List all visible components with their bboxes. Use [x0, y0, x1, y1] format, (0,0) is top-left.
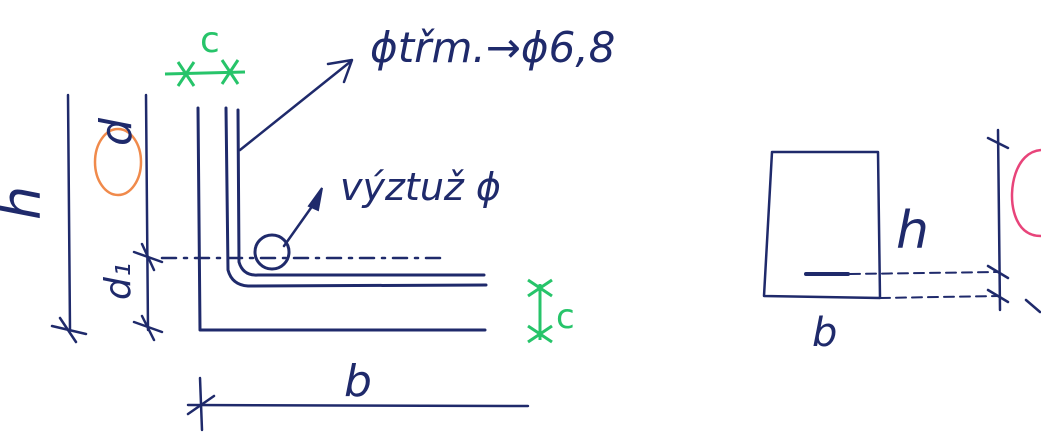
- d-dimension: [132, 93, 164, 342]
- h-label: h: [0, 186, 53, 220]
- c-top-dimension: [164, 59, 246, 87]
- section-dash-lower: [879, 295, 999, 299]
- section-tick-top: [986, 136, 1010, 150]
- h-dimension: [50, 93, 88, 344]
- section-tick-bot: [986, 288, 1010, 304]
- section-pink-circle: [1010, 148, 1041, 238]
- rebar-circle: [253, 233, 291, 271]
- c-top-label: c: [200, 20, 220, 61]
- d-circle: [93, 127, 143, 197]
- stirrup-label: ϕtřm.→ϕ6,8: [370, 23, 615, 72]
- d-label: d: [91, 117, 142, 146]
- section-b-label: b: [812, 310, 837, 356]
- stirrup-arrow: [238, 60, 352, 152]
- reinforcement-label: výztuž ϕ: [340, 165, 501, 209]
- b-dimension: [186, 376, 530, 432]
- stirrup-outer: [224, 106, 488, 288]
- stirrup-arrowhead: [326, 58, 354, 84]
- c-right-label: c: [556, 297, 575, 337]
- section-h-label: h: [896, 201, 929, 261]
- d1-label: d₁: [98, 263, 139, 300]
- section-tick-edge: [1024, 298, 1041, 314]
- section-vertical: [996, 128, 1002, 312]
- section-tick-mid: [986, 264, 1010, 280]
- reinforcement-arrowhead: [307, 187, 323, 212]
- section-outline: [762, 150, 882, 300]
- c-right-dimension: [527, 278, 553, 344]
- b-label: b: [344, 356, 372, 407]
- concrete-edge: [196, 106, 487, 332]
- stirrup-inner: [236, 108, 486, 277]
- section-dash-upper: [849, 271, 999, 275]
